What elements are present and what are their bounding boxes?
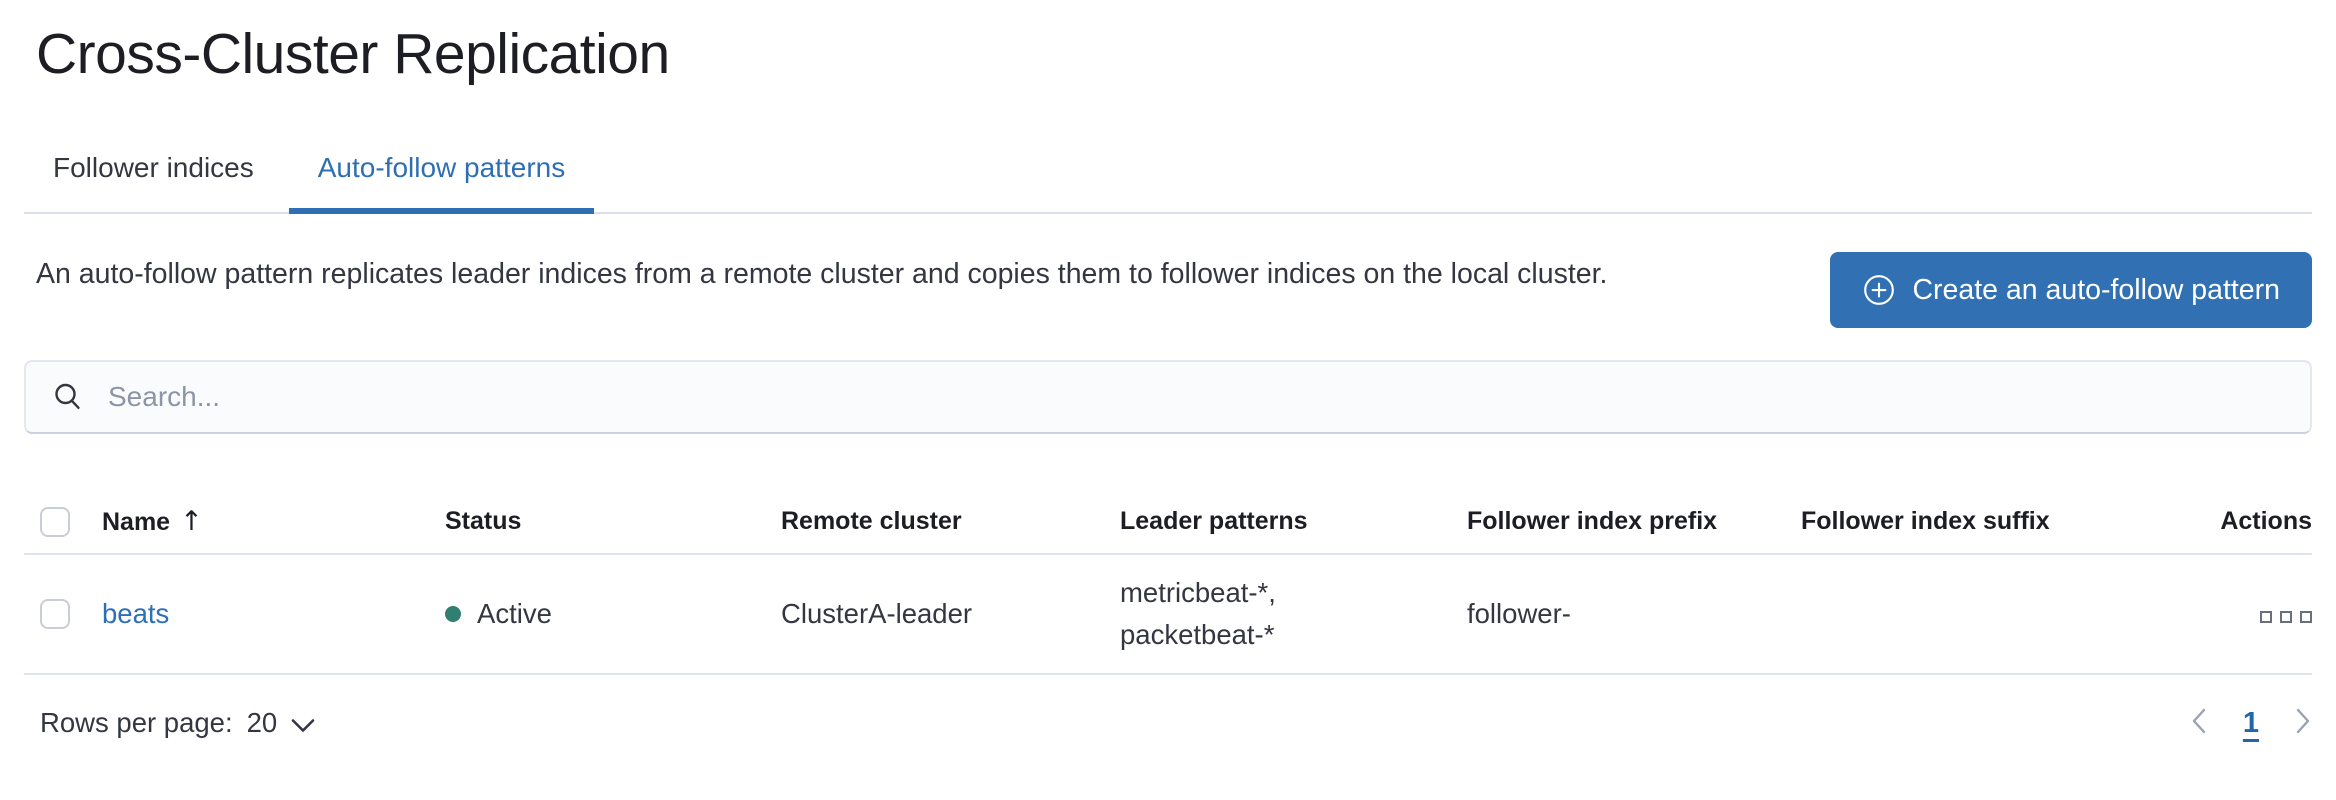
create-auto-follow-pattern-button[interactable]: Create an auto-follow pattern	[1830, 252, 2312, 329]
status-cell: Active	[445, 598, 749, 630]
pagination-next-button[interactable]	[2295, 707, 2312, 740]
chevron-down-icon	[291, 714, 315, 733]
column-header-follower-index-prefix: Follower index prefix	[1451, 490, 1785, 556]
search-input[interactable]	[106, 367, 2284, 428]
pattern-name-link[interactable]: beats	[102, 598, 170, 630]
table-row: beats Active ClusterA-leader metricbeat-…	[24, 554, 2312, 676]
auto-follow-patterns-table: Name↑ Status Remote cluster Leader patte…	[24, 490, 2312, 676]
boxes-horizontal-icon[interactable]	[2260, 611, 2312, 624]
follower-index-prefix-cell: follower-	[1451, 554, 1785, 676]
column-header-actions: Actions	[2125, 490, 2312, 556]
leader-patterns-cell: metricbeat-*, packetbeat-*	[1120, 572, 1435, 656]
remote-cluster-cell: ClusterA-leader	[765, 554, 1104, 676]
tab-bar: Follower indices Auto-follow patterns	[24, 150, 2312, 215]
plus-in-circle-icon	[1862, 273, 1896, 307]
status-label: Active	[477, 598, 552, 630]
pagination-page-1[interactable]: 1	[2242, 706, 2259, 739]
page-description: An auto-follow pattern replicates leader…	[36, 258, 1608, 291]
status-active-dot-icon	[445, 606, 461, 623]
pagination-prev-button[interactable]	[2190, 707, 2207, 740]
table-footer: Rows per page: 20 1	[24, 701, 2312, 745]
leader-pattern-line: metricbeat-*,	[1120, 577, 1276, 609]
rows-per-page-value: 20	[246, 707, 278, 739]
row-select-checkbox[interactable]	[40, 599, 70, 630]
tab-auto-follow-patterns[interactable]: Auto-follow patterns	[288, 150, 595, 215]
column-header-status: Status	[429, 490, 765, 556]
column-header-name[interactable]: Name↑	[86, 490, 429, 556]
tab-follower-indices[interactable]: Follower indices	[53, 152, 254, 184]
column-header-leader-patterns: Leader patterns	[1104, 490, 1451, 556]
rows-per-page-label: Rows per page:	[40, 707, 233, 739]
chevron-right-icon	[2295, 707, 2312, 740]
intro-row: An auto-follow pattern replicates leader…	[24, 252, 2312, 329]
leader-pattern-line: packetbeat-*	[1120, 619, 1275, 651]
column-header-remote-cluster: Remote cluster	[765, 490, 1104, 556]
select-all-checkbox[interactable]	[40, 506, 70, 537]
column-header-follower-index-suffix: Follower index suffix	[1785, 490, 2125, 556]
sort-ascending-icon: ↑	[180, 506, 203, 538]
search-bar[interactable]	[24, 360, 2312, 435]
table-header-row: Name↑ Status Remote cluster Leader patte…	[24, 490, 2312, 556]
follower-index-suffix-cell	[1785, 554, 2125, 676]
cross-cluster-replication-page: Cross-Cluster Replication Follower indic…	[24, 22, 2312, 745]
chevron-left-icon	[2190, 707, 2207, 740]
page-title: Cross-Cluster Replication	[36, 22, 670, 86]
pagination: 1	[2190, 707, 2312, 740]
search-icon	[52, 381, 84, 413]
create-button-label: Create an auto-follow pattern	[1912, 273, 2280, 306]
rows-per-page-selector[interactable]: Rows per page: 20	[40, 707, 315, 739]
